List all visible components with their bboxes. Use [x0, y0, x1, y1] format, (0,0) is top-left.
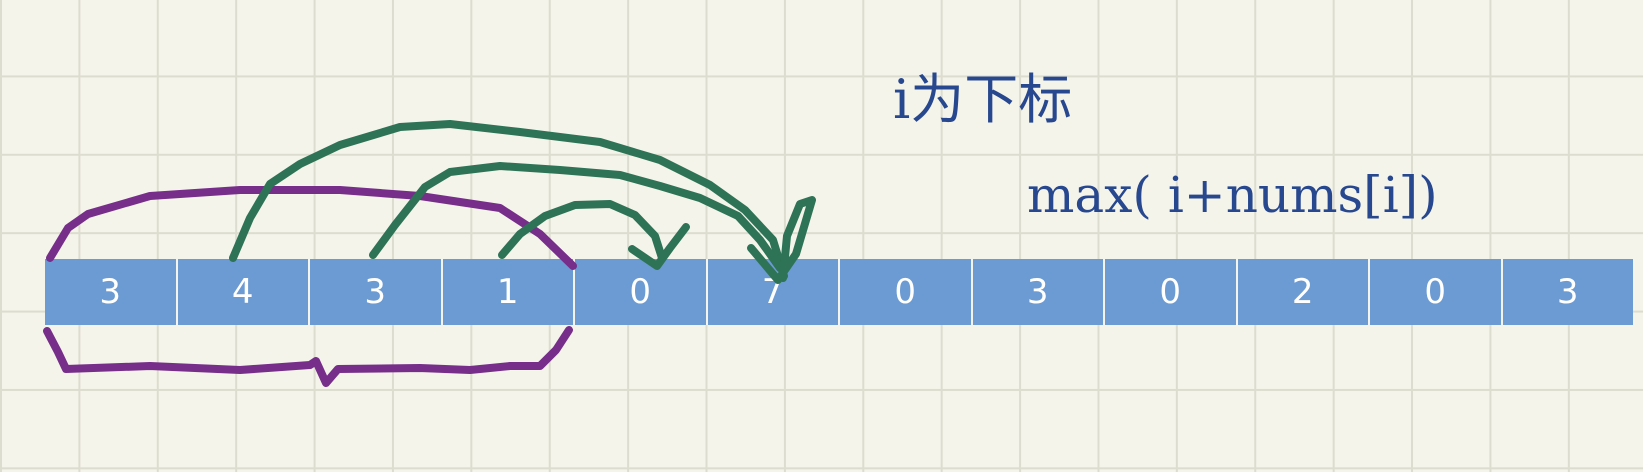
array-cell-9: 2 [1237, 259, 1370, 325]
array-cell-3: 1 [442, 259, 575, 325]
array-cell-0: 3 [45, 259, 178, 325]
array-cell-4: 0 [575, 259, 708, 325]
array-cell-2: 3 [310, 259, 443, 325]
array-cell-7: 3 [972, 259, 1105, 325]
array-cell-value: 3 [1556, 272, 1579, 312]
green-arc-from-4 [229, 120, 788, 280]
green-arrowhead-0 [628, 223, 690, 270]
array-cell-8: 0 [1105, 259, 1238, 325]
array-cell-value: 1 [496, 272, 519, 312]
purple-top-bracket [46, 186, 577, 270]
green-arc-from-3 [369, 162, 784, 272]
green-arrowhead-7 [747, 196, 816, 284]
purple-bottom-brace [43, 326, 573, 387]
array-cell-value: 0 [629, 272, 652, 312]
array-cell-6: 0 [840, 259, 973, 325]
array-cell-11: 3 [1502, 259, 1633, 325]
green-arc-from-1 [498, 200, 666, 262]
array-cell-value: 3 [364, 272, 387, 312]
array-cell-1: 4 [177, 259, 310, 325]
array-cell-value: 2 [1291, 272, 1314, 312]
array-cell-value: 0 [1159, 272, 1182, 312]
array-cell-value: 4 [231, 272, 254, 312]
formula-note: max( i+nums[i]) [1027, 166, 1438, 224]
array-cell-value: 0 [1424, 272, 1447, 312]
array-cell-10: 0 [1370, 259, 1503, 325]
array-cell-value: 3 [99, 272, 122, 312]
array-cell-value: 0 [894, 272, 917, 312]
index-note: i为下标 [893, 68, 1072, 131]
array-cell-value: 3 [1026, 272, 1049, 312]
